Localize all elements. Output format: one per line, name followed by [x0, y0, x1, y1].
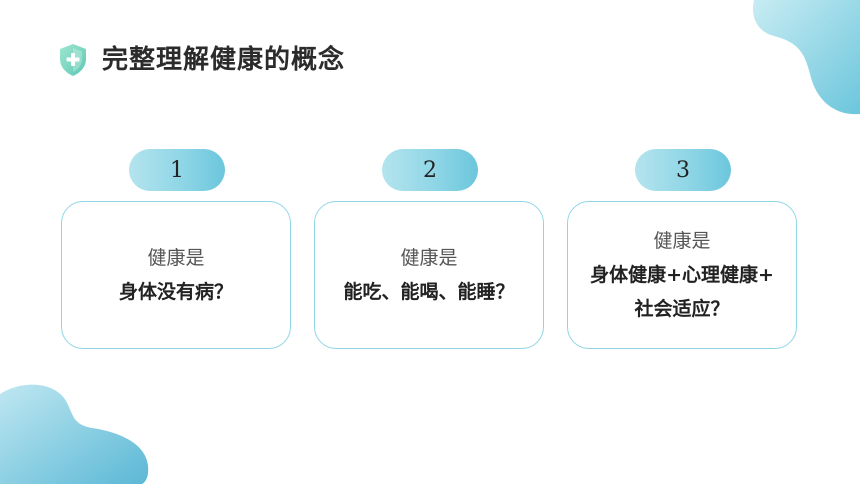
step-number-badge-1: 1 [129, 149, 225, 191]
concept-card-3: 健康是 身体健康+心理健康+ 社会适应？ [567, 201, 797, 349]
card-label: 健康是 [147, 247, 205, 269]
decorative-blob-bottom-left [0, 384, 149, 484]
page-title: 完整理解健康的概念 [102, 45, 346, 75]
card-label: 健康是 [653, 230, 711, 252]
concept-card-2: 健康是 能吃、能喝、能睡？ [314, 201, 544, 349]
concept-card-1: 健康是 身体没有病？ [61, 201, 291, 349]
header: 完整理解健康的概念 [58, 40, 345, 80]
step-number-badge-3: 3 [635, 149, 731, 191]
card-text: 身体没有病？ [118, 281, 233, 303]
decorative-blob-top-right [752, 0, 860, 115]
shield-plus-icon [60, 44, 86, 76]
card-text-line-1: 身体健康+心理健康+ [590, 264, 774, 286]
card-text: 能吃、能喝、能睡？ [343, 281, 515, 303]
card-label: 健康是 [400, 247, 458, 269]
step-number-badge-2: 2 [382, 149, 478, 191]
card-text-line-2: 社会适应？ [634, 298, 730, 320]
